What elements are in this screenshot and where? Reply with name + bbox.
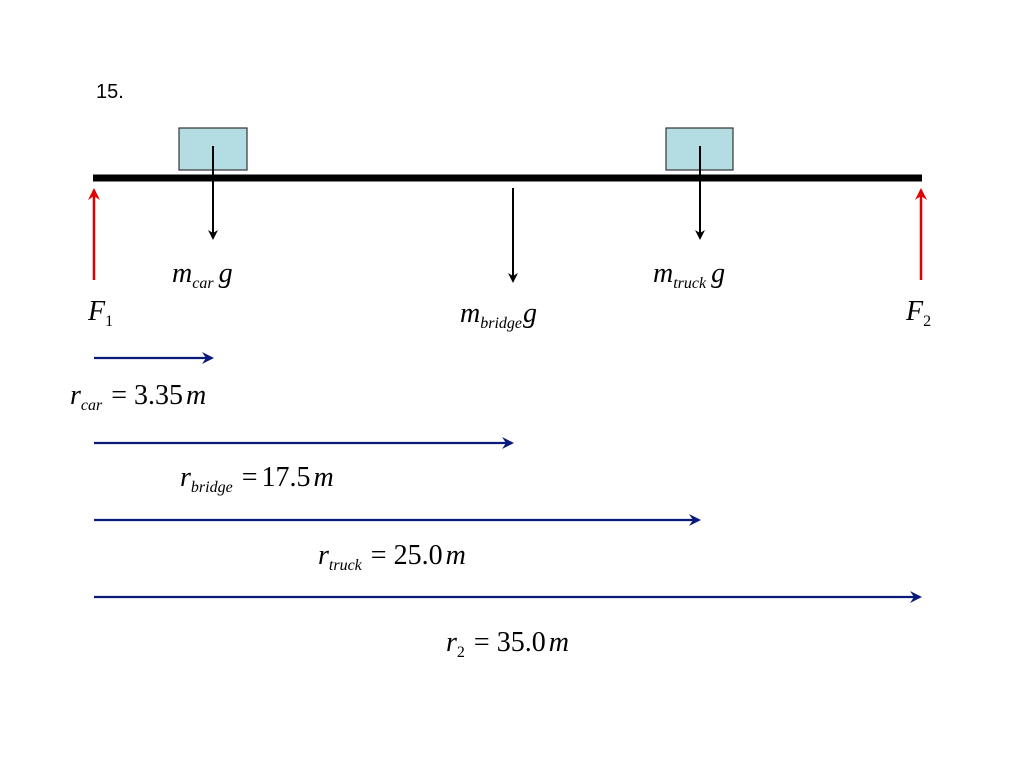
bridge-weight-label: mbridgeg (460, 298, 537, 332)
f2-label: F2 (905, 296, 931, 330)
problem-number: 15. (96, 81, 124, 103)
f1-label: F1 (87, 296, 113, 330)
